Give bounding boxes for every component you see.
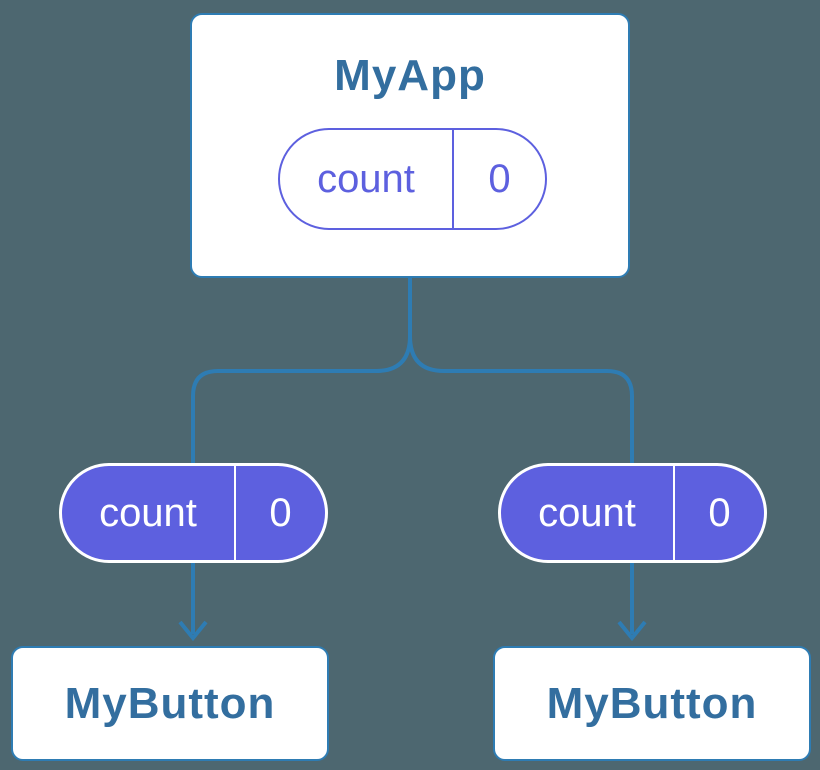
pill-divider [452, 130, 454, 228]
root-component-title: MyApp [334, 51, 486, 100]
child-component-card-right: MyButton [493, 646, 811, 761]
root-state-pill: count 0 [278, 128, 547, 230]
child-state-pill-left: count 0 [59, 463, 328, 563]
state-name: count [317, 156, 415, 201]
child-state-pill-right: count 0 [498, 463, 767, 563]
state-value: 0 [488, 156, 511, 201]
pill-divider [673, 466, 675, 560]
root-component-card: MyApp count 0 [190, 13, 630, 278]
child-component-card-left: MyButton [11, 646, 329, 761]
arrowhead-right-icon [617, 620, 647, 642]
state-value: 0 [708, 490, 731, 535]
arrowhead-left-icon [178, 620, 208, 642]
state-value: 0 [269, 490, 292, 535]
branch-line-left [191, 276, 412, 634]
branch-line-right [408, 276, 634, 634]
pill-divider [234, 466, 236, 560]
state-name: count [538, 490, 636, 535]
state-name: count [99, 490, 197, 535]
